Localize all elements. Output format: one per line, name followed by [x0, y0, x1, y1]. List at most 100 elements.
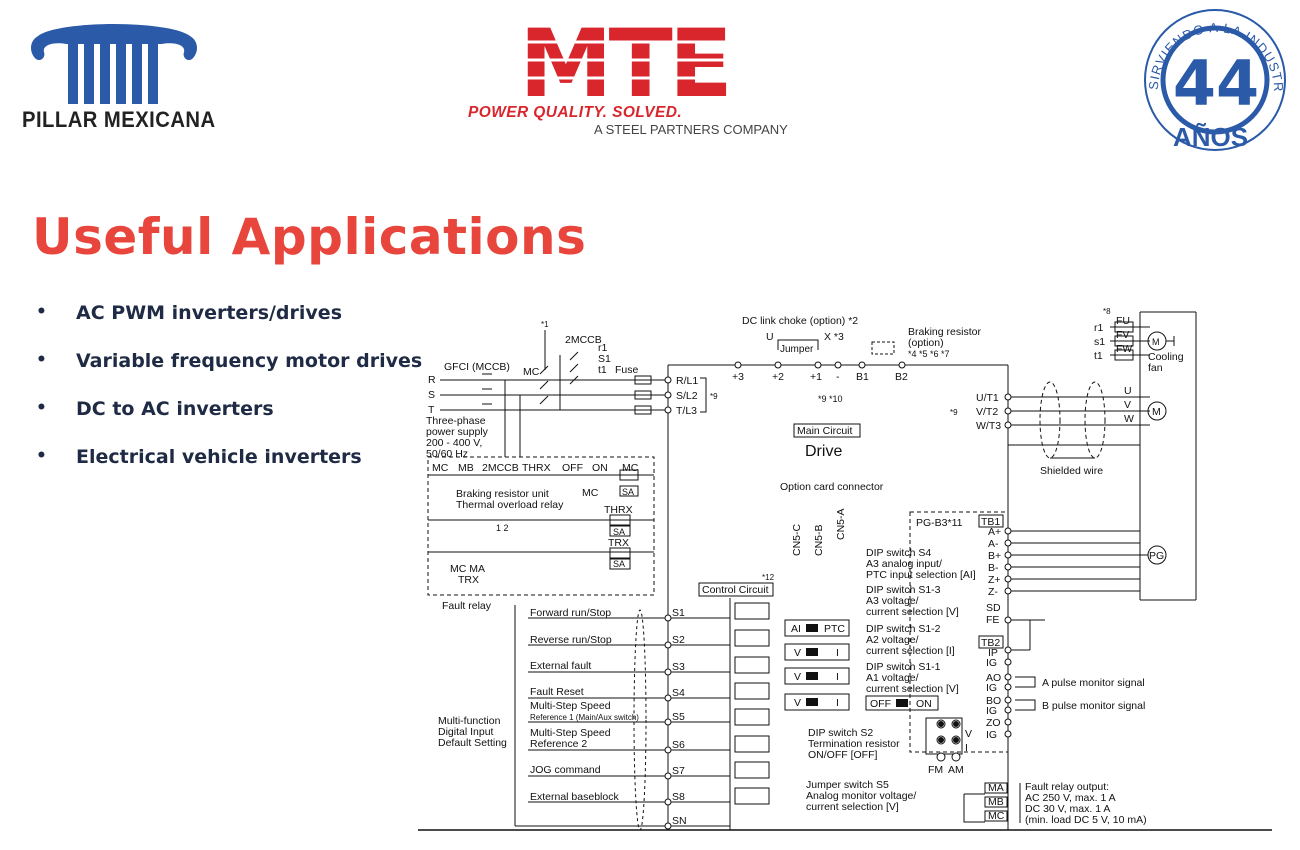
multifunction-label-1: Multi-function — [438, 715, 501, 727]
terminal-s4: S4 — [672, 687, 685, 699]
terminal-rl1: R/L1 — [676, 375, 698, 387]
s5-i-label: I — [965, 742, 968, 754]
cn5b-label: CN5-B — [813, 524, 825, 556]
terminal-ig-2: IG — [986, 682, 997, 694]
terminal-p2: +2 — [772, 371, 784, 383]
motor-w-label: W — [1124, 413, 1134, 425]
braking-resistor-notes: *4 *5 *6 *7 — [908, 349, 950, 359]
option-card-label: Option card connector — [780, 481, 884, 493]
thermal-relay-label: Thermal overload relay — [456, 499, 564, 511]
terminal-sn: SN — [672, 815, 687, 827]
cn5a-label: CN5-A — [835, 508, 847, 540]
fault-relay-output-label-2: AC 250 V, max. 1 A — [1025, 792, 1116, 804]
input-forward-run: Forward run/Stop — [530, 607, 611, 619]
pillar-icon — [31, 24, 197, 104]
braking-unit-label: Braking resistor unit — [456, 488, 549, 500]
jumper-s5-label-3: current selection [V] — [806, 801, 899, 813]
dip-s13-label-3: current selection [V] — [866, 606, 959, 618]
terminal-vt2: V/T2 — [976, 406, 998, 418]
note-9a: *9 — [710, 392, 718, 401]
fault-relay-output-label-4: (min. load DC 5 V, 10 mA) — [1025, 814, 1147, 826]
dip-v-label-2: V — [794, 671, 801, 683]
terminal-s1: S1 — [672, 607, 685, 619]
dc-choke-label: DC link choke (option) *2 — [742, 315, 858, 327]
terminal-s5: S5 — [672, 711, 685, 723]
note-8: *8 — [1103, 307, 1111, 316]
terminal-mc: MC — [988, 810, 1005, 822]
pg-b3-label: PG-B3*11 — [916, 517, 963, 529]
braking-resistor-label-2: (option) — [908, 337, 944, 349]
input-external-fault: External fault — [530, 660, 591, 672]
input-reverse-run: Reverse run/Stop — [530, 634, 612, 646]
terminal-a-minus: A- — [988, 538, 999, 550]
input-fault-reset: Fault Reset — [530, 686, 584, 698]
motor-u-label: U — [1124, 385, 1132, 397]
anniversary-number: 44 — [1173, 47, 1259, 120]
a-pulse-monitor-label: A pulse monitor signal — [1042, 677, 1145, 689]
choke-u-label: U — [766, 331, 774, 343]
dip-ai-label: AI — [791, 623, 801, 635]
cn5c-label: CN5-C — [791, 523, 803, 556]
supply-label-3: 200 - 400 V, — [426, 437, 482, 449]
note-9b: *9 — [950, 408, 958, 417]
gfci-label: GFCI (MCCB) — [444, 361, 510, 373]
dip-s13-label-1: DIP switch S1-3 — [866, 584, 941, 596]
bullet-icon: • — [36, 446, 47, 466]
trx-coil-label: TRX — [608, 537, 629, 549]
anniversary-badge: SIRVIENDO A LA INDUSTRIA 44 — [1135, 0, 1290, 152]
input-msr2-label-2: Reference 2 — [530, 738, 587, 750]
list-item: •Electrical vehicle inverters — [36, 446, 362, 468]
fault-relay-output-label-1: Fault relay output: — [1025, 781, 1109, 793]
dip-s11-label-1: DIP switch S1-1 — [866, 661, 941, 673]
tb2-label: TB2 — [981, 637, 1000, 649]
dip-v-label-1: V — [794, 647, 801, 659]
dip-s11-label-3: current selection [V] — [866, 683, 959, 695]
seq-on: ON — [592, 462, 608, 474]
shielded-wire-label: Shielded wire — [1040, 465, 1103, 477]
input-msr2-label-1: Multi-Step Speed — [530, 727, 611, 739]
note-9-10: *9 *10 — [818, 394, 843, 404]
terminal-s3: S3 — [672, 661, 685, 673]
control-circuit-label: Control Circuit — [702, 584, 769, 596]
cooling-fan-label-1: Cooling — [1148, 351, 1184, 363]
terminal-b-minus: B- — [988, 562, 999, 574]
terminal-ig: IG — [986, 657, 997, 669]
dip-v-label-3: V — [794, 697, 801, 709]
bullet-icon: • — [36, 350, 47, 370]
dip-s4-label-1: DIP switch S4 — [866, 547, 931, 559]
dip-s13-label-2: A3 voltage/ — [866, 595, 919, 607]
note-12: *12 — [762, 573, 775, 582]
mc-label: MC — [523, 366, 540, 378]
terminal-a-plus: A+ — [988, 526, 1001, 538]
mte-subtitle: A STEEL PARTNERS COMPANY — [594, 122, 788, 137]
thrx-coil-label: THRX — [604, 504, 633, 516]
terminal-s6: S6 — [672, 739, 685, 751]
fuse-label: Fuse — [615, 364, 639, 376]
dip-s2-label-3: ON/OFF [OFF] — [808, 749, 877, 761]
mccb2-label: 2MCCB — [565, 334, 602, 346]
dip-s4-label-2: A3 analog input/ — [866, 558, 942, 570]
input-jog: JOG command — [530, 764, 601, 776]
pg-encoder-label: PG — [1149, 550, 1164, 562]
list-item: •Variable frequency motor drives — [36, 350, 423, 372]
mc-ma-label: MC MA — [450, 563, 485, 575]
dip-s11-label-2: A1 voltage/ — [866, 672, 919, 684]
dip-s2-label-2: Termination resistor — [808, 738, 900, 750]
fan-s1-label: s1 — [1094, 336, 1105, 348]
terminal-b1: B1 — [856, 371, 869, 383]
input-msr1-label-2: Reference 1 (Main/Aux switch) — [530, 713, 639, 722]
note-1: *1 — [541, 320, 549, 329]
terminal-minus: - — [836, 371, 840, 383]
multifunction-label-2: Digital Input — [438, 726, 494, 738]
applications-list: •AC PWM inverters/drives •Variable frequ… — [36, 302, 422, 494]
dip-i-label-1: I — [836, 647, 839, 659]
terminal-s8: S8 — [672, 791, 685, 803]
dip-s12-label-1: DIP switch S1-2 — [866, 623, 941, 635]
dip-s12-label-3: current selection [I] — [866, 645, 955, 657]
relay-pins: 1 2 — [496, 523, 509, 533]
terminal-b-plus: B+ — [988, 550, 1001, 562]
mte-logo: MTE — [466, 10, 782, 140]
terminal-s2: S2 — [672, 634, 685, 646]
pillar-mexicana-text: PILLAR MEXICANA — [22, 107, 216, 132]
